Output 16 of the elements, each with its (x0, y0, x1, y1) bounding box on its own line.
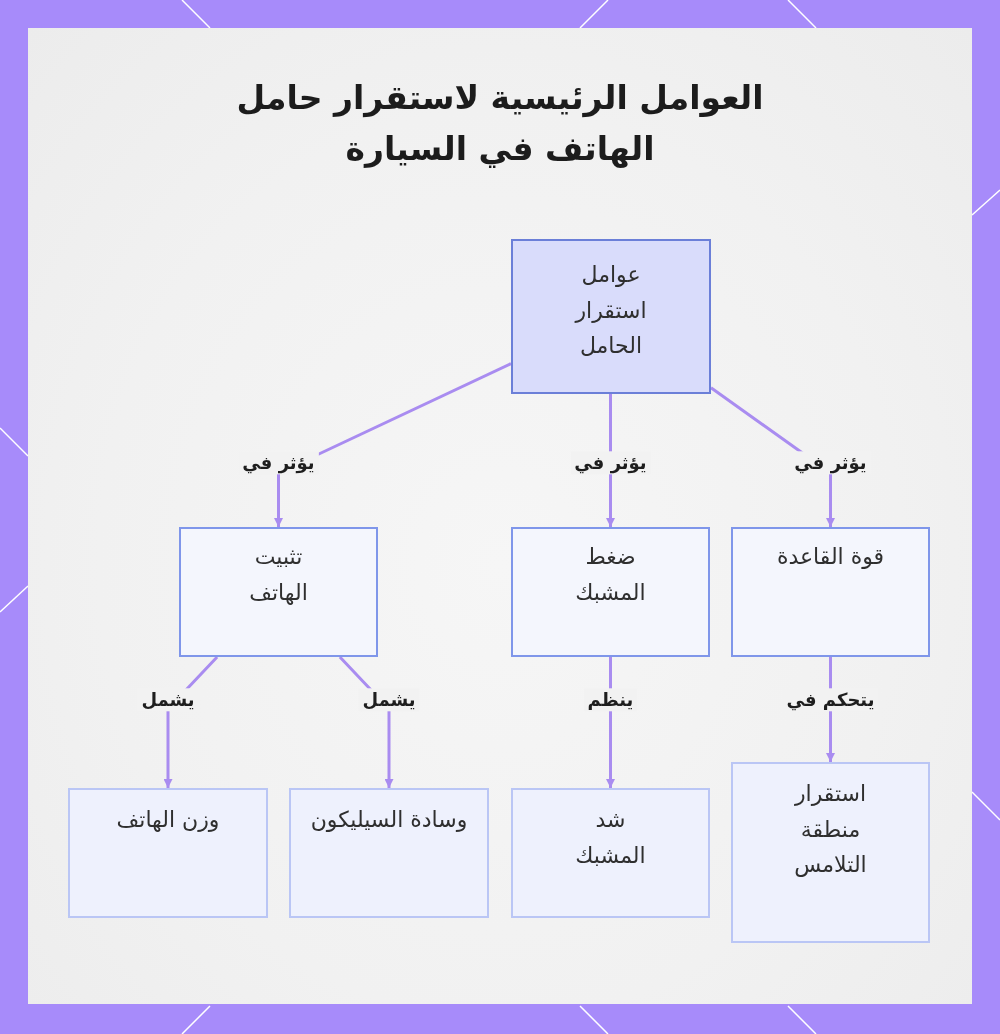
factor-box: تثبيت الهاتف (179, 527, 378, 657)
factor-box: ضغط المشبك (511, 527, 710, 657)
detail-box: شد المشبك (511, 788, 710, 918)
factor-box: قوة القاعدة (731, 527, 930, 657)
arrow (163, 655, 219, 788)
title: العوامل الرئيسية لاستقرار حامل الهاتف في السيارة (235, 77, 765, 171)
detail-box: وزن الهاتف (68, 788, 268, 918)
arrow (710, 386, 835, 527)
arrow (826, 657, 835, 762)
arrow (274, 362, 512, 527)
arrow (606, 657, 615, 788)
main-factor-box: عوامل استقرار الحامل (511, 239, 711, 394)
detail-box: استقرار منطقة التلامس (731, 762, 930, 943)
arrow (338, 655, 394, 788)
detail-box: وسادة السيليكون (289, 788, 489, 918)
arrow (606, 394, 615, 527)
